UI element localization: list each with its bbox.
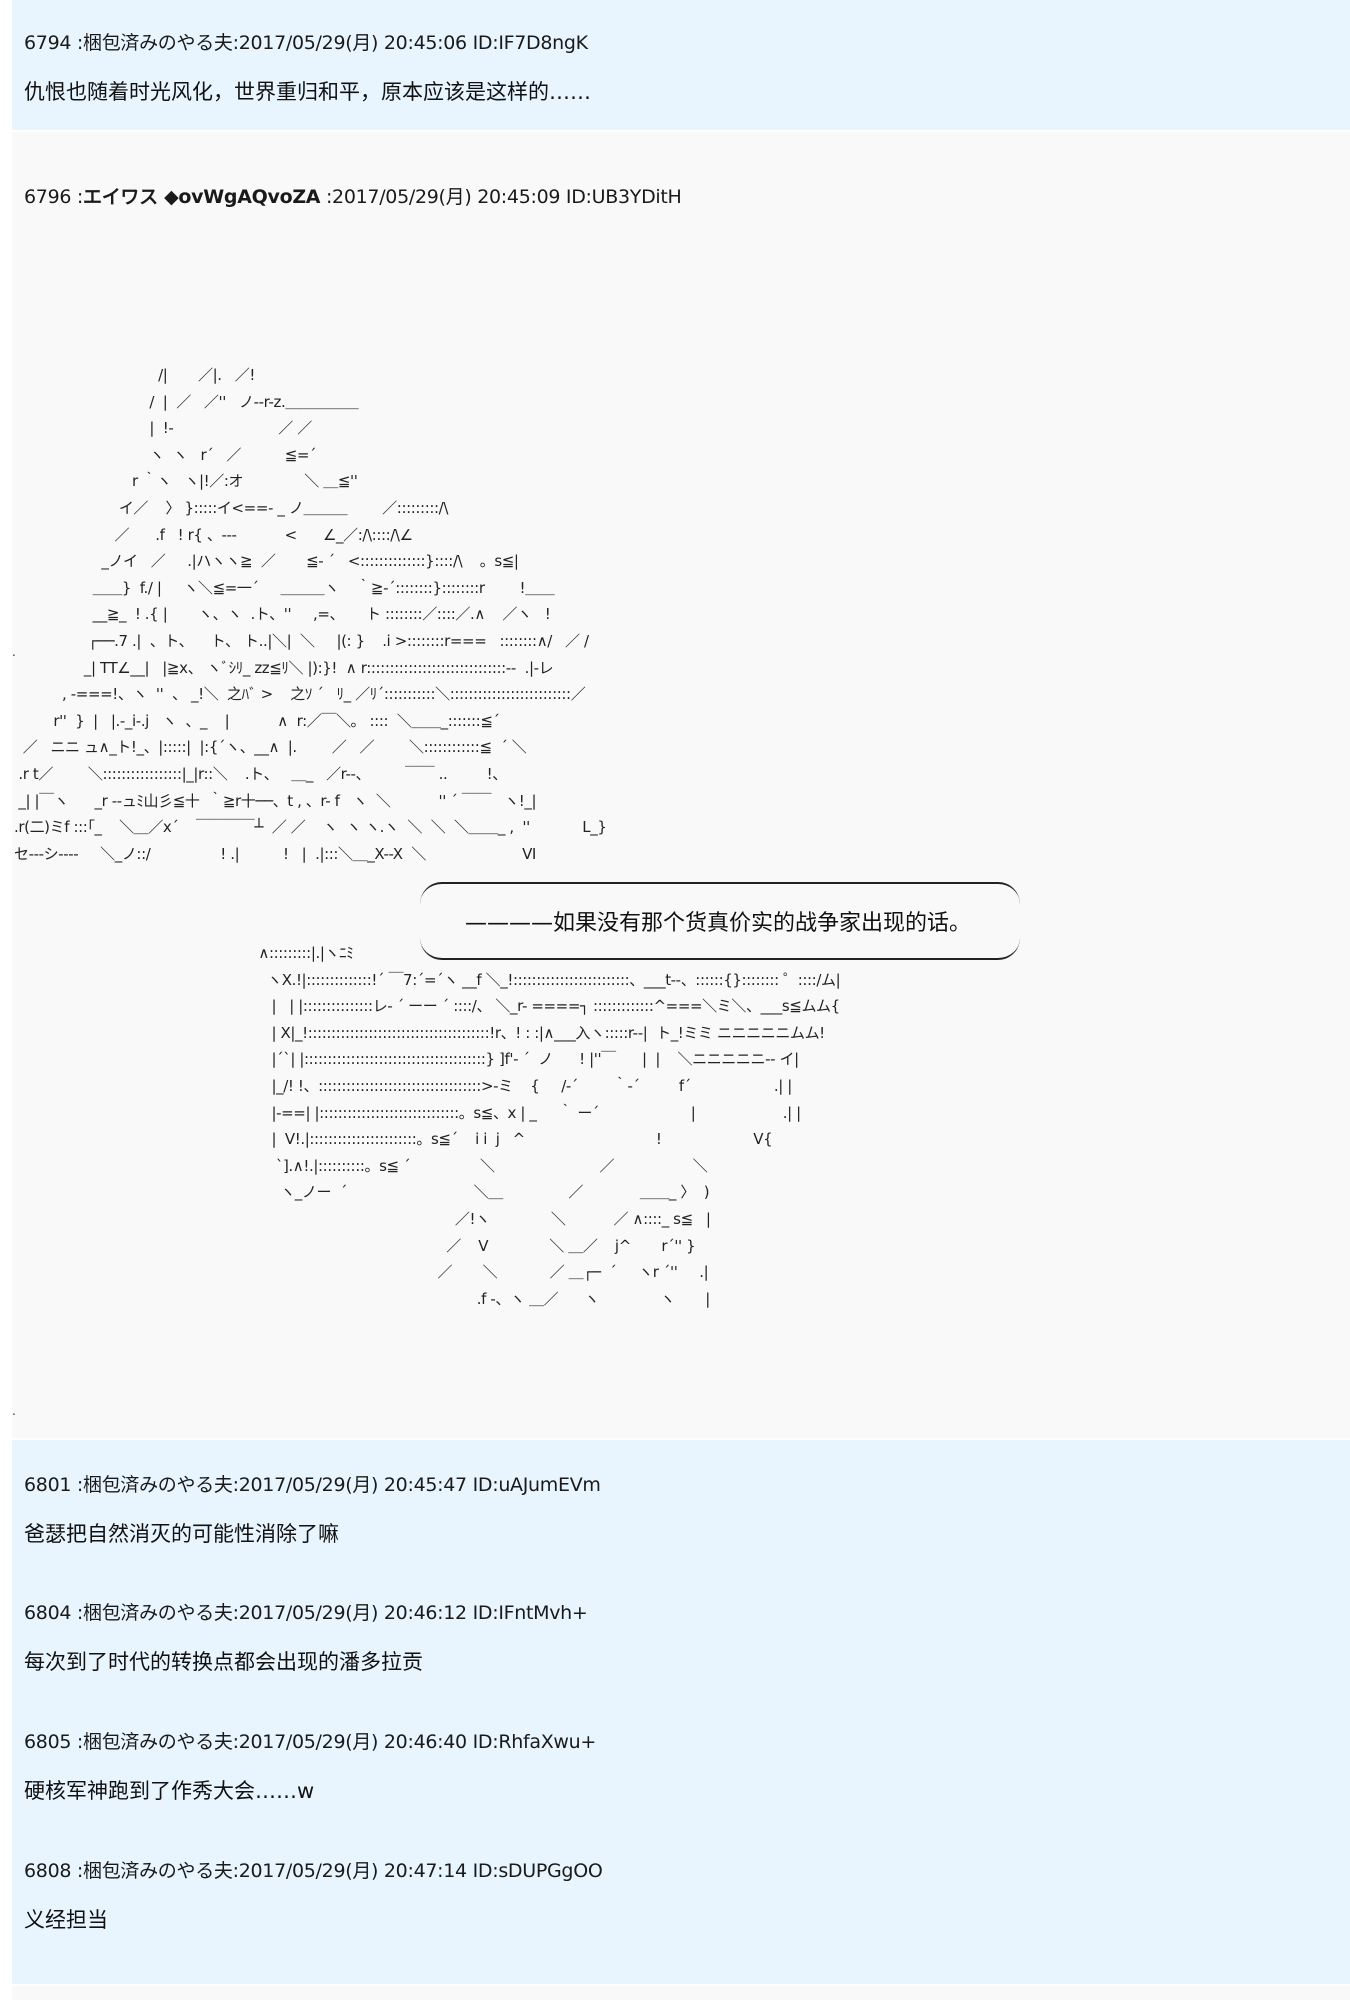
- poster-id[interactable]: ID:uAJumEVm: [472, 1474, 601, 1496]
- poster-name: 梱包済みのやる夫: [83, 32, 233, 54]
- post-message: 爸瑟把自然消灭的可能性消除了嘛: [24, 1522, 339, 1546]
- poster-id[interactable]: ID:UB3YDitH: [565, 186, 682, 208]
- separator: :: [71, 1860, 83, 1882]
- post-date: 2017/05/29(月) 20:45:47: [238, 1474, 467, 1496]
- speech-bubble: [420, 882, 1020, 960]
- post-header: 6804 :梱包済みのやる夫:2017/05/29(月) 20:46:12 ID…: [24, 1602, 588, 1624]
- post-date: 2017/05/29(月) 20:47:14: [238, 1860, 467, 1882]
- ascii-art-upper: /| ／|. ／! / | ／ ／'' ノ--r-z.＿＿＿＿＿ | !- ／ …: [14, 366, 607, 863]
- post-date: 2017/05/29(月) 20:45:09: [332, 186, 561, 208]
- post-number[interactable]: 6804: [24, 1602, 72, 1624]
- poster-name: エイワス ◆ovWgAQvoZA: [83, 186, 321, 208]
- separator: :: [71, 1731, 83, 1753]
- post-date: 2017/05/29(月) 20:46:40: [238, 1731, 467, 1753]
- post-header: 6808 :梱包済みのやる夫:2017/05/29(月) 20:47:14 ID…: [24, 1860, 603, 1882]
- poster-name: 梱包済みのやる夫: [83, 1860, 233, 1882]
- ascii-art-lower: ∧:::::::::|.|ヽﾆﾐ ヽX.!|::::::::::::::!´ ￣…: [258, 944, 841, 1308]
- post-message: 仇恨也随着时光风化，世界重归和平，原本应该是这样的……: [24, 80, 591, 104]
- post-6794: 6794 :梱包済みのやる夫:2017/05/29(月) 20:45:06 ID…: [12, 0, 1350, 130]
- stray-dot: .: [12, 1404, 16, 1418]
- stray-dot: .: [12, 645, 16, 659]
- post-date: 2017/05/29(月) 20:46:12: [238, 1602, 467, 1624]
- posts-group: 6801 :梱包済みのやる夫:2017/05/29(月) 20:45:47 ID…: [12, 1440, 1350, 1984]
- post-number[interactable]: 6796: [24, 186, 72, 208]
- post-number[interactable]: 6801: [24, 1474, 72, 1496]
- post-message: 义经担当: [24, 1908, 108, 1932]
- poster-name: 梱包済みのやる夫: [83, 1731, 233, 1753]
- post-header: 6794 :梱包済みのやる夫:2017/05/29(月) 20:45:06 ID…: [24, 32, 589, 54]
- post-6796: 6796 :エイワス ◆ovWgAQvoZA :2017/05/29(月) 20…: [12, 132, 1350, 1438]
- post-number[interactable]: 6794: [24, 32, 72, 54]
- separator: :: [71, 1474, 83, 1496]
- post-header: 6796 :エイワス ◆ovWgAQvoZA :2017/05/29(月) 20…: [24, 186, 682, 208]
- post-number[interactable]: 6808: [24, 1860, 72, 1882]
- post-number[interactable]: 6805: [24, 1731, 72, 1753]
- post-date: 2017/05/29(月) 20:45:06: [238, 32, 467, 54]
- poster-name: 梱包済みのやる夫: [83, 1602, 233, 1624]
- separator: :: [71, 1602, 83, 1624]
- post-message: 每次到了时代的转换点都会出现的潘多拉贡: [24, 1650, 423, 1674]
- next-post-strip: [12, 1986, 1350, 2000]
- separator: :: [71, 32, 83, 54]
- poster-name: 梱包済みのやる夫: [83, 1474, 233, 1496]
- poster-id[interactable]: ID:RhfaXwu+: [472, 1731, 597, 1753]
- post-message: 硬核军神跑到了作秀大会……w: [24, 1779, 315, 1803]
- speech-bubble-text: ————如果没有那个货真价实的战争家出现的话。: [465, 911, 972, 936]
- poster-id[interactable]: ID:sDUPGgOO: [472, 1860, 603, 1882]
- post-header: 6805 :梱包済みのやる夫:2017/05/29(月) 20:46:40 ID…: [24, 1731, 597, 1753]
- poster-id[interactable]: ID:IFntMvh+: [472, 1602, 588, 1624]
- post-header: 6801 :梱包済みのやる夫:2017/05/29(月) 20:45:47 ID…: [24, 1474, 601, 1496]
- separator: :: [71, 186, 83, 208]
- poster-id[interactable]: ID:IF7D8ngK: [472, 32, 589, 54]
